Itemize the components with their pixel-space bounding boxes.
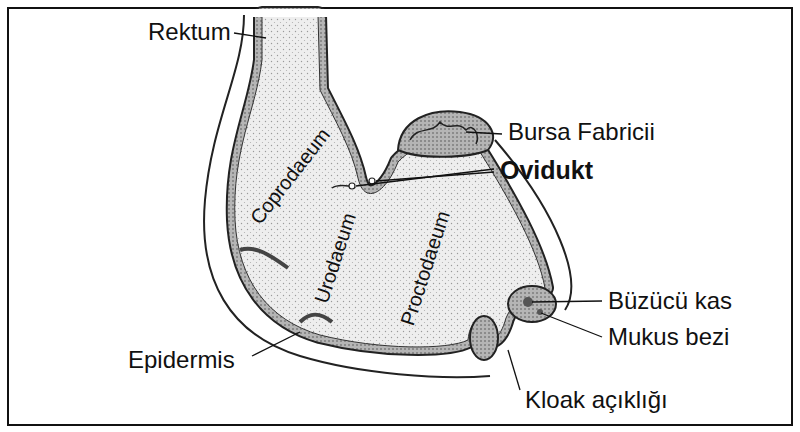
cavity (235, 15, 545, 347)
part-label: Bursa Fabricii (508, 118, 655, 146)
part-label: Mukus bezi (608, 323, 729, 351)
ovidukt-tube (332, 186, 350, 189)
part-label: Büzücü kas (608, 287, 732, 315)
part-label: Epidermis (128, 346, 235, 374)
bursa (398, 111, 493, 157)
frame (8, 8, 792, 425)
part-label: Ovidukt (500, 156, 593, 184)
lower-lip (470, 316, 498, 360)
wall (235, 15, 545, 347)
leader-lines (234, 33, 602, 390)
wall-outline (235, 15, 545, 347)
sphincter (523, 297, 533, 307)
part-label: Rektum (148, 18, 231, 46)
ovidukt-opening (349, 183, 355, 189)
part-label: Kloak açıklığı (525, 386, 668, 414)
ovidukt-opening (369, 178, 375, 184)
bursa-folds (410, 122, 477, 144)
cut-top (252, 9, 332, 17)
